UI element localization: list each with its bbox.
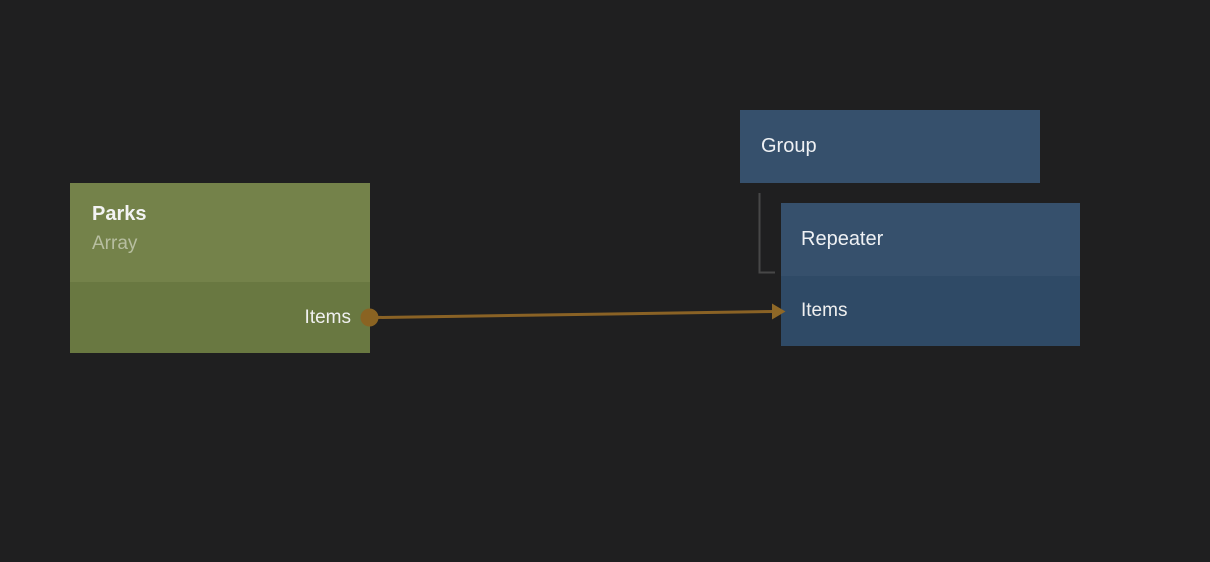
parks-items-port-row[interactable]: Items: [70, 282, 370, 353]
node-parks[interactable]: Parks Array Items: [70, 183, 370, 353]
repeater-title: Repeater: [801, 228, 884, 250]
parks-title: Parks: [92, 203, 147, 225]
group-repeater-tree-connector: [758, 193, 775, 274]
repeater-items-port-label: Items: [801, 300, 848, 321]
node-repeater[interactable]: Repeater Items: [781, 203, 1080, 346]
binding-wire[interactable]: [376, 310, 774, 319]
node-group[interactable]: Group: [740, 110, 1040, 183]
repeater-items-port-row[interactable]: Items: [781, 276, 1080, 346]
parks-header[interactable]: Parks Array: [70, 183, 370, 282]
parks-type-label: Array: [92, 233, 138, 254]
parks-items-port-label: Items: [304, 306, 351, 328]
repeater-header[interactable]: Repeater: [781, 203, 1080, 276]
group-title: Group: [761, 135, 817, 157]
